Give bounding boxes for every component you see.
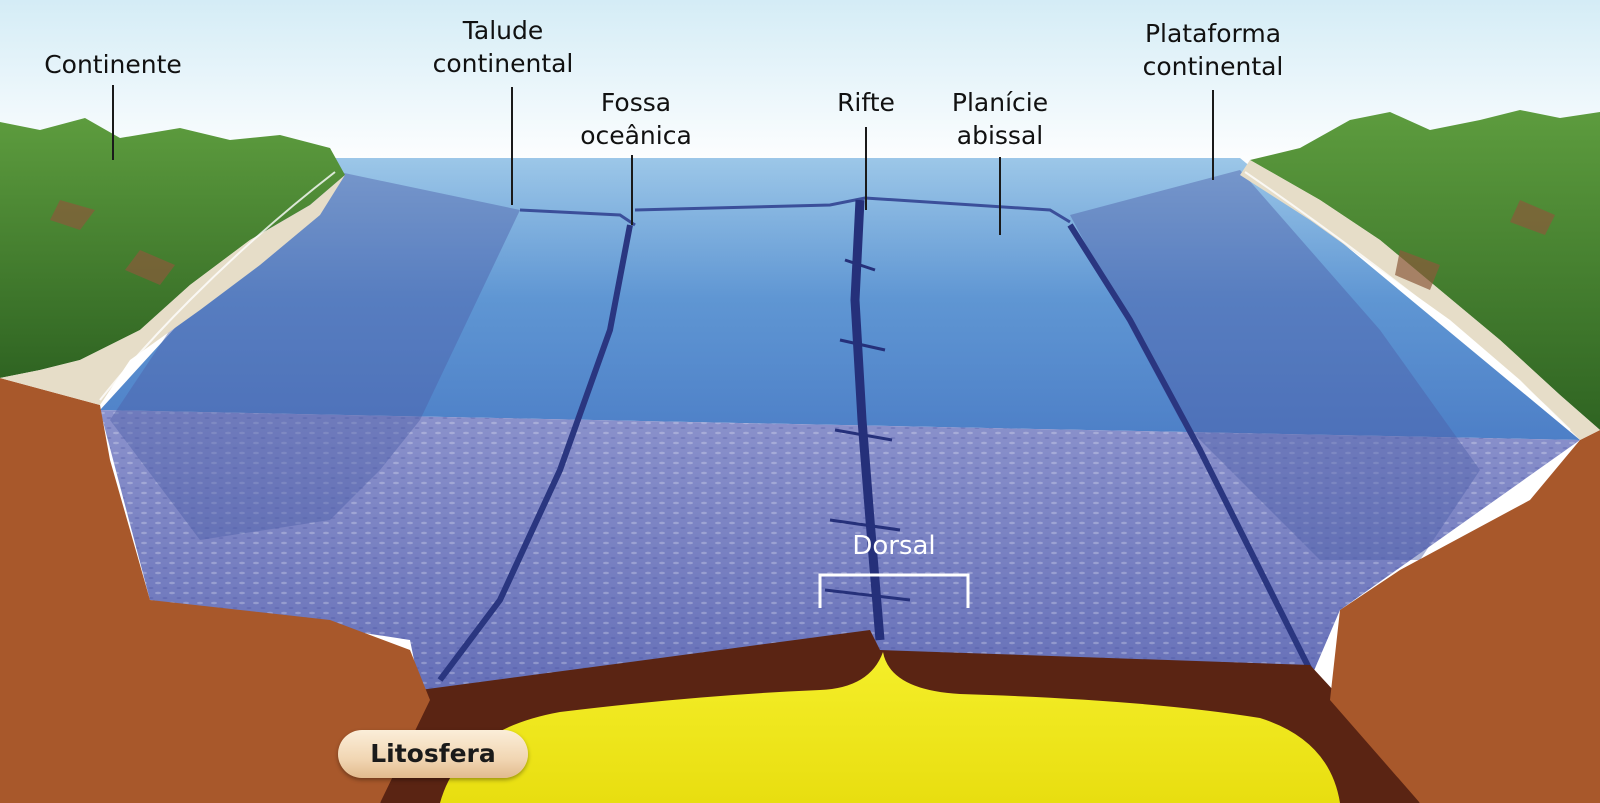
label-plataforma-line2: continental	[1142, 52, 1284, 81]
label-dorsal-text: Dorsal	[852, 531, 936, 561]
label-rifte-text: Rifte	[837, 88, 895, 117]
label-fossa-oceanica: Fossa oceânica	[580, 86, 692, 152]
label-dorsal: Dorsal	[852, 530, 935, 563]
label-fossa-line2: oceânica	[580, 121, 692, 150]
label-litosfera: Litosfera	[338, 730, 528, 778]
label-continente: Continente	[44, 48, 182, 81]
label-talude-line2: continental	[432, 49, 574, 78]
label-talude-line1: Talude	[462, 16, 544, 45]
label-plataforma-continental: Plataforma continental	[1143, 17, 1284, 83]
label-planicie-line2: abissal	[956, 121, 1044, 150]
label-planicie-abissal: Planície abissal	[952, 86, 1048, 152]
label-planicie-line1: Planície	[951, 88, 1049, 117]
label-continente-text: Continente	[44, 50, 182, 79]
label-talude-continental: Talude continental	[433, 14, 574, 80]
label-rifte: Rifte	[837, 86, 895, 119]
label-plataforma-line1: Plataforma	[1144, 19, 1282, 48]
label-fossa-line1: Fossa	[600, 88, 672, 117]
